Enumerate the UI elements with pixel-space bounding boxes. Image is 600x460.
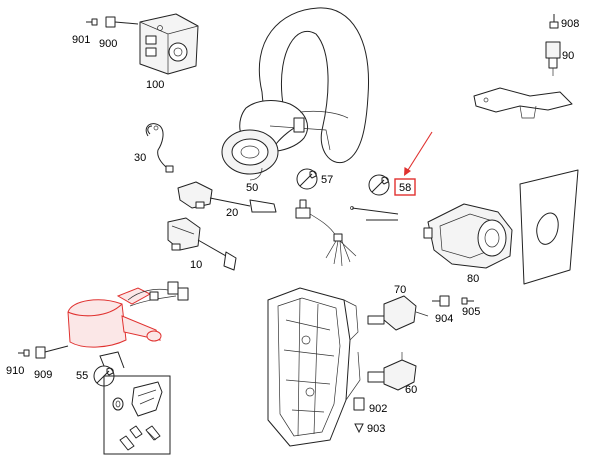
part-908-screw[interactable] [549, 14, 559, 29]
steering-lock-assembly-ghost[interactable] [67, 287, 162, 348]
label-903: 903 [367, 423, 385, 435]
part-10-lever-switch[interactable] [167, 217, 237, 271]
terminal-910[interactable] [18, 349, 30, 357]
label-55: 55 [76, 370, 88, 382]
label-30: 30 [134, 152, 146, 164]
label-902: 902 [369, 403, 387, 415]
label-10: 10 [190, 259, 202, 271]
label-100: 100 [146, 79, 164, 91]
label-905: 905 [462, 306, 480, 318]
label-909: 909 [34, 369, 52, 381]
screw-icon [129, 425, 143, 439]
part-30-cable[interactable] [145, 123, 174, 173]
connector-902[interactable] [353, 397, 365, 411]
terminal-905[interactable] [461, 297, 474, 305]
connector-pigtails[interactable] [127, 281, 189, 307]
part-20-combination-switch[interactable] [177, 181, 277, 213]
bracket[interactable] [473, 87, 573, 119]
label-90: 90 [562, 50, 574, 62]
label-58: 58 [399, 182, 411, 194]
connector-900[interactable] [105, 16, 139, 28]
label-60: 60 [405, 384, 417, 396]
column-support-frame[interactable] [267, 287, 361, 447]
connector-904[interactable] [432, 295, 450, 307]
label-80: 80 [467, 273, 479, 285]
label-901: 901 [72, 34, 90, 46]
label-20: 20 [226, 207, 238, 219]
screw-icon [145, 425, 161, 441]
label-70: 70 [394, 284, 406, 296]
label-904: 904 [435, 313, 453, 325]
wrench-icon [368, 174, 390, 196]
part-58-cable[interactable] [350, 206, 399, 221]
part-50-clock-spring[interactable] [221, 117, 305, 181]
leader-line-55 [99, 351, 125, 369]
part-80-module[interactable] [423, 203, 513, 269]
screw-icon [119, 435, 135, 451]
part-90-sensor[interactable] [545, 41, 561, 76]
terminal-901[interactable] [86, 18, 98, 26]
highlight-arrow [404, 131, 433, 176]
label-908: 908 [561, 18, 579, 30]
part-70-switch[interactable] [367, 295, 429, 331]
label-900: 900 [99, 38, 117, 50]
label-57: 57 [321, 174, 333, 186]
part-100-switch-housing[interactable] [139, 13, 199, 75]
part-57-wire-harness[interactable] [295, 199, 357, 267]
highlight-box-58 [394, 178, 416, 196]
part-55-kit-box[interactable] [103, 375, 171, 455]
connector-909[interactable] [35, 345, 69, 359]
terminal-903[interactable] [354, 423, 364, 434]
part-60-switch[interactable] [367, 352, 417, 391]
label-50: 50 [246, 182, 258, 194]
trim-cover[interactable] [519, 169, 579, 285]
label-910: 910 [6, 365, 24, 377]
wrench-icon [296, 168, 318, 190]
